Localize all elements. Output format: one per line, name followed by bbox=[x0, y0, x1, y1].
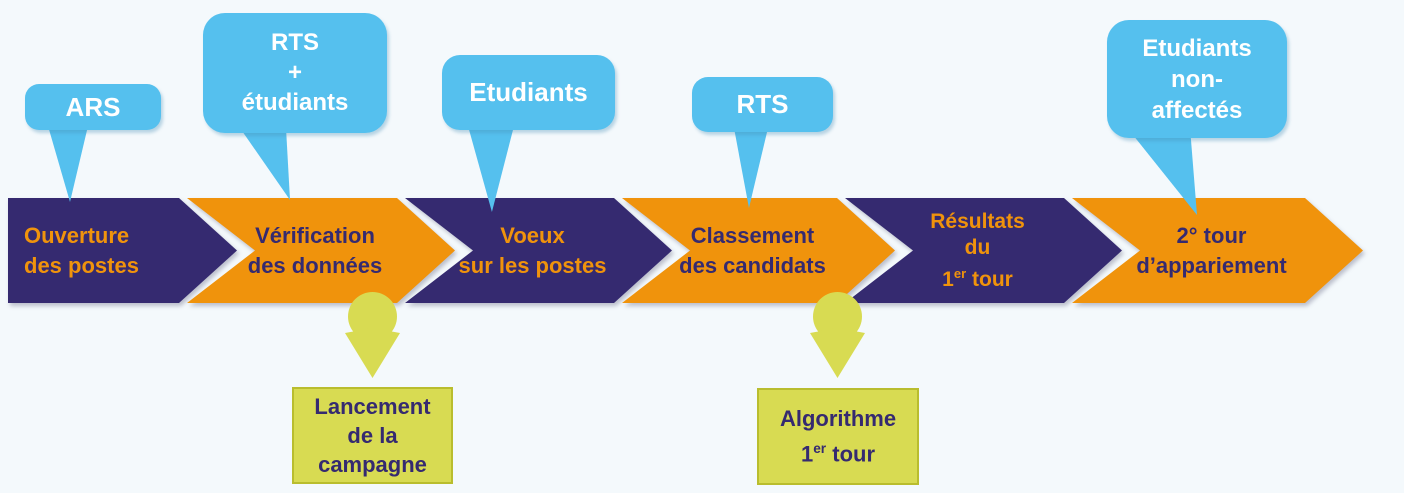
step-label-line: Ouverture bbox=[24, 222, 130, 248]
step-label-line: sur les postes bbox=[458, 252, 607, 278]
down-arrow-icon bbox=[810, 328, 865, 378]
callout-label: Etudiants bbox=[469, 77, 588, 107]
callout-label-line: affectés bbox=[1151, 96, 1243, 124]
chevron-shape: Voeux sur les postes bbox=[405, 198, 672, 303]
callout-tail-rts bbox=[734, 128, 768, 208]
callout-label-line: Etudiants bbox=[1142, 34, 1252, 62]
step-label-line: du bbox=[964, 235, 991, 259]
step-label-line: Classement bbox=[690, 222, 815, 248]
flow-step-5-resultats: Résultats du 1er tour bbox=[845, 198, 1122, 303]
flow-step-1-ouverture: Ouverture des postes bbox=[8, 198, 237, 303]
ordinal-base: 1 bbox=[942, 267, 954, 291]
callout-label-line: non- bbox=[1171, 65, 1223, 93]
flow-step-4-classement: Classement des candidats bbox=[622, 198, 895, 303]
callout-etudiants-non-affectes: Etudiants non- affectés bbox=[1107, 20, 1287, 138]
ordinal-rest: tour bbox=[966, 267, 1013, 291]
callout-label-line: étudiants bbox=[241, 89, 349, 116]
flow-step-2-verification: Vérification des données bbox=[187, 198, 455, 303]
callout-rts: RTS bbox=[692, 77, 833, 132]
callout-tail-rts-etudiants bbox=[240, 128, 290, 200]
step-label-line: Résultats bbox=[930, 209, 1025, 233]
step-label-line: Vérification bbox=[255, 222, 375, 248]
down-arrow-icon bbox=[345, 328, 400, 378]
ordinal-sup: er bbox=[813, 440, 827, 456]
step-label-line: des données bbox=[247, 252, 383, 278]
flow-step-6-deuxieme-tour: 2° tour d’appariement bbox=[1072, 198, 1363, 303]
milestone-lancement-campagne: Lancement de la campagne bbox=[292, 387, 453, 484]
callout-label: ARS bbox=[65, 91, 121, 122]
milestone-label-line: Lancement bbox=[314, 394, 431, 419]
milestone-label-line: de la bbox=[347, 423, 398, 448]
callout-label-line: + bbox=[287, 59, 302, 86]
callout-tail-ars bbox=[48, 126, 88, 202]
milestone-algorithme-1er-tour: Algorithme 1er tour bbox=[757, 388, 919, 485]
milestone-label-line: Algorithme bbox=[779, 405, 897, 431]
chevron-shape: 2° tour d’appariement bbox=[1072, 198, 1363, 303]
milestone-label-line: 1er tour bbox=[759, 434, 917, 469]
flow-step-3-voeux: Voeux sur les postes bbox=[405, 198, 672, 303]
milestone-label-line: campagne bbox=[318, 452, 427, 477]
step-label-line: des candidats bbox=[679, 252, 826, 278]
ordinal-base: 1 bbox=[800, 441, 814, 467]
callout-rts-etudiants: RTS + étudiants bbox=[203, 13, 387, 133]
callout-etudiants: Etudiants bbox=[442, 55, 615, 130]
callout-label-line: RTS bbox=[271, 29, 319, 56]
step-label-line: 2° tour bbox=[1176, 222, 1247, 248]
step-label-line: Voeux bbox=[500, 222, 565, 248]
callout-label: RTS bbox=[736, 89, 789, 119]
ordinal-rest: tour bbox=[826, 441, 876, 467]
callout-ars: ARS bbox=[25, 84, 161, 130]
step-label-line: d’appariement bbox=[1136, 252, 1287, 278]
ordinal-sup: er bbox=[953, 265, 967, 281]
chevron-shape: Vérification des données bbox=[187, 198, 455, 303]
step-label-line: des postes bbox=[24, 252, 139, 278]
step-label-line: 1er tour bbox=[885, 261, 1070, 293]
